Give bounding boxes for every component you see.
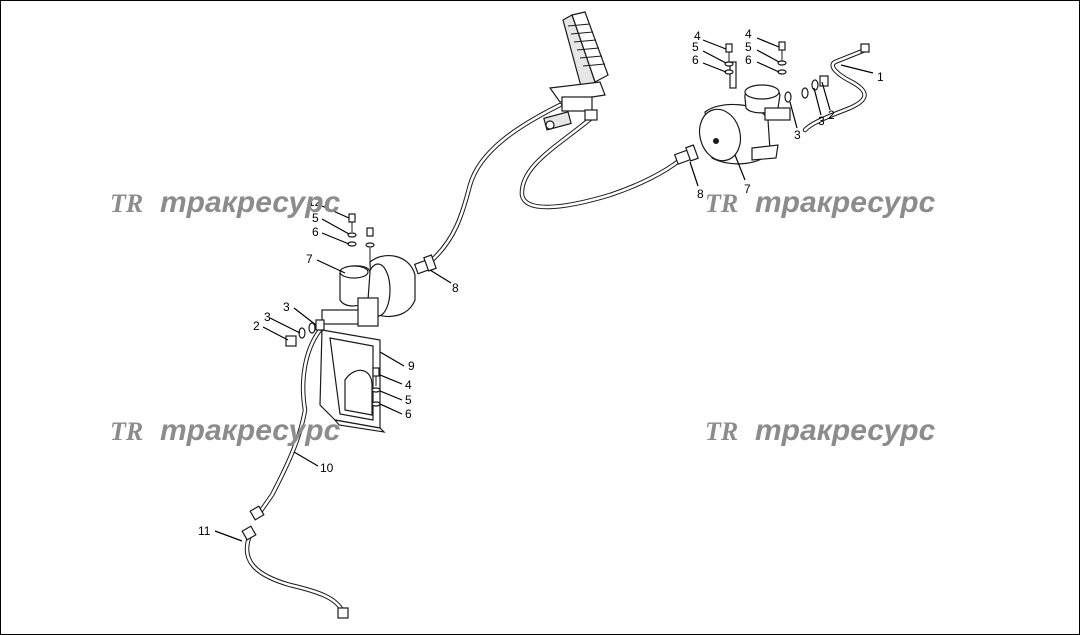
callout-4b: 4 [745, 27, 752, 41]
callout-10: 10 [320, 461, 334, 475]
callout-6a: 6 [692, 53, 699, 67]
right-fittings-2-3 [784, 43, 870, 103]
leader-5d [379, 390, 403, 401]
watermark-logo: TR [705, 417, 738, 446]
leader-5c [321, 218, 350, 235]
watermark-logo: TR [705, 189, 738, 218]
callout-6b: 6 [745, 53, 752, 67]
left-bolts-5-6-12 [347, 213, 375, 262]
brake-pedal [543, 11, 609, 131]
callout-2b: 2 [253, 319, 260, 333]
leader-5b [756, 49, 780, 63]
bracket-bolts-4-5-6 [371, 367, 381, 407]
callout-5a: 5 [692, 40, 699, 54]
right-bolts-4-5-6 [724, 41, 787, 75]
right-fitting-8 [673, 144, 699, 165]
watermark-text: тракресурс [160, 186, 341, 219]
callout-1: 1 [877, 70, 884, 84]
leader-3b [789, 101, 798, 129]
watermark-text: тракресурс [755, 414, 936, 447]
leader-7a [734, 154, 746, 181]
callout-6d: 6 [405, 407, 412, 421]
watermark-top-right: TR тракресурс [705, 186, 936, 219]
leader-3a [813, 87, 822, 116]
callout-3c: 3 [283, 300, 290, 314]
leader-11 [214, 530, 243, 542]
hose-connectors [241, 505, 349, 619]
callout-8a: 8 [697, 187, 704, 201]
callout-9: 9 [408, 359, 415, 373]
leader-4b [756, 37, 780, 48]
leader-12 [321, 205, 350, 219]
callout-7b: 7 [306, 252, 313, 266]
callout-8b: 8 [452, 281, 459, 295]
hose-10 [255, 327, 323, 518]
watermark-top-left: TR тракресурс [110, 186, 341, 219]
leader-4c [379, 374, 403, 385]
leader-5a [702, 50, 727, 64]
watermark-logo: TR [110, 189, 143, 218]
callout-2a: 2 [828, 108, 835, 122]
right-reservoir-7 [698, 61, 791, 165]
left-reservoir-7 [321, 254, 416, 327]
leader-8b [429, 269, 452, 284]
leader-4a [702, 39, 727, 50]
callout-4c: 4 [405, 378, 412, 392]
leader-6d [379, 403, 403, 415]
hose-11 [244, 532, 345, 613]
leader-8a [689, 161, 699, 187]
leader-2b [262, 326, 289, 341]
callout-12: 12 [308, 195, 322, 209]
leader-10 [293, 451, 319, 467]
callout-3a: 3 [818, 114, 825, 128]
leader-6b [756, 61, 780, 73]
watermark-text: тракресурс [160, 414, 341, 447]
callout-5b: 5 [745, 40, 752, 54]
callout-6c: 6 [312, 225, 319, 239]
hose-pedal-to-left-reservoir [427, 102, 563, 265]
callout-5d: 5 [405, 393, 412, 407]
callout-4a: 4 [694, 29, 701, 43]
leader-3d [269, 317, 301, 334]
leader-7b [316, 259, 346, 274]
watermark-logo: TR [110, 417, 143, 446]
leader-1 [840, 64, 874, 74]
callout-11: 11 [198, 524, 211, 538]
leader-2a [821, 81, 831, 111]
leader-3c [293, 307, 317, 326]
watermark-bottom-left: TR тракресурс [110, 414, 341, 447]
hose-pedal-to-right-reservoir [519, 112, 683, 210]
left-fitting-8 [413, 254, 437, 275]
leader-9 [379, 351, 405, 367]
leader-6c [321, 232, 350, 245]
callout-5c: 5 [312, 211, 319, 225]
watermark-text: тракресурс [755, 186, 936, 219]
pipe-1 [802, 47, 868, 133]
callout-3d: 3 [264, 310, 271, 324]
left-fittings-2-3 [285, 319, 325, 347]
watermark-bottom-right: TR тракресурс [705, 414, 936, 447]
callout-3b: 3 [794, 128, 801, 142]
leader-6a [702, 62, 727, 73]
bracket-9 [319, 329, 386, 433]
callout-7a: 7 [744, 182, 751, 196]
